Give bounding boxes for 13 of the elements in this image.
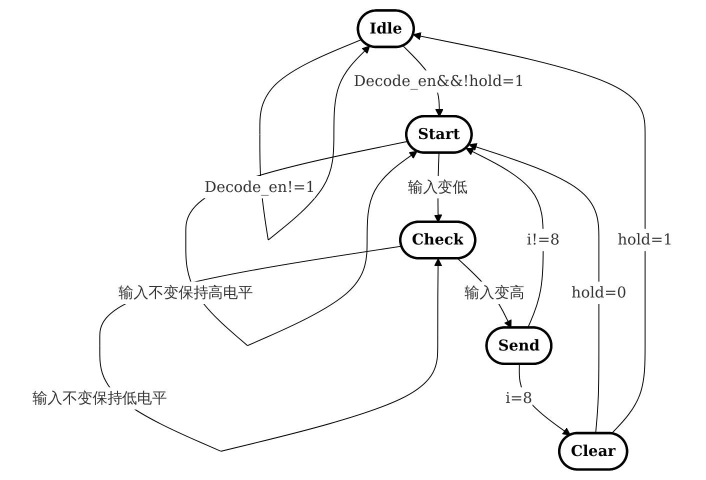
edge-label: i=8: [506, 389, 533, 407]
edge-label: Decode_en!=1: [204, 178, 316, 196]
arrow: [466, 148, 544, 328]
arrow: [413, 32, 646, 434]
edge-label: hold=1: [618, 230, 674, 248]
edge-label: 输入不变保持低电平: [32, 389, 168, 407]
arrow: [469, 143, 600, 434]
edge-label: 输入变低: [408, 178, 468, 196]
edge-label: hold=0: [572, 283, 627, 302]
edge-label: i!=8: [527, 230, 560, 248]
edge-label: Decode_en&&!hold=1: [354, 72, 525, 90]
edge-label: 输入变高: [465, 283, 525, 302]
edge-label: 输入不变保持高电平: [118, 283, 254, 302]
